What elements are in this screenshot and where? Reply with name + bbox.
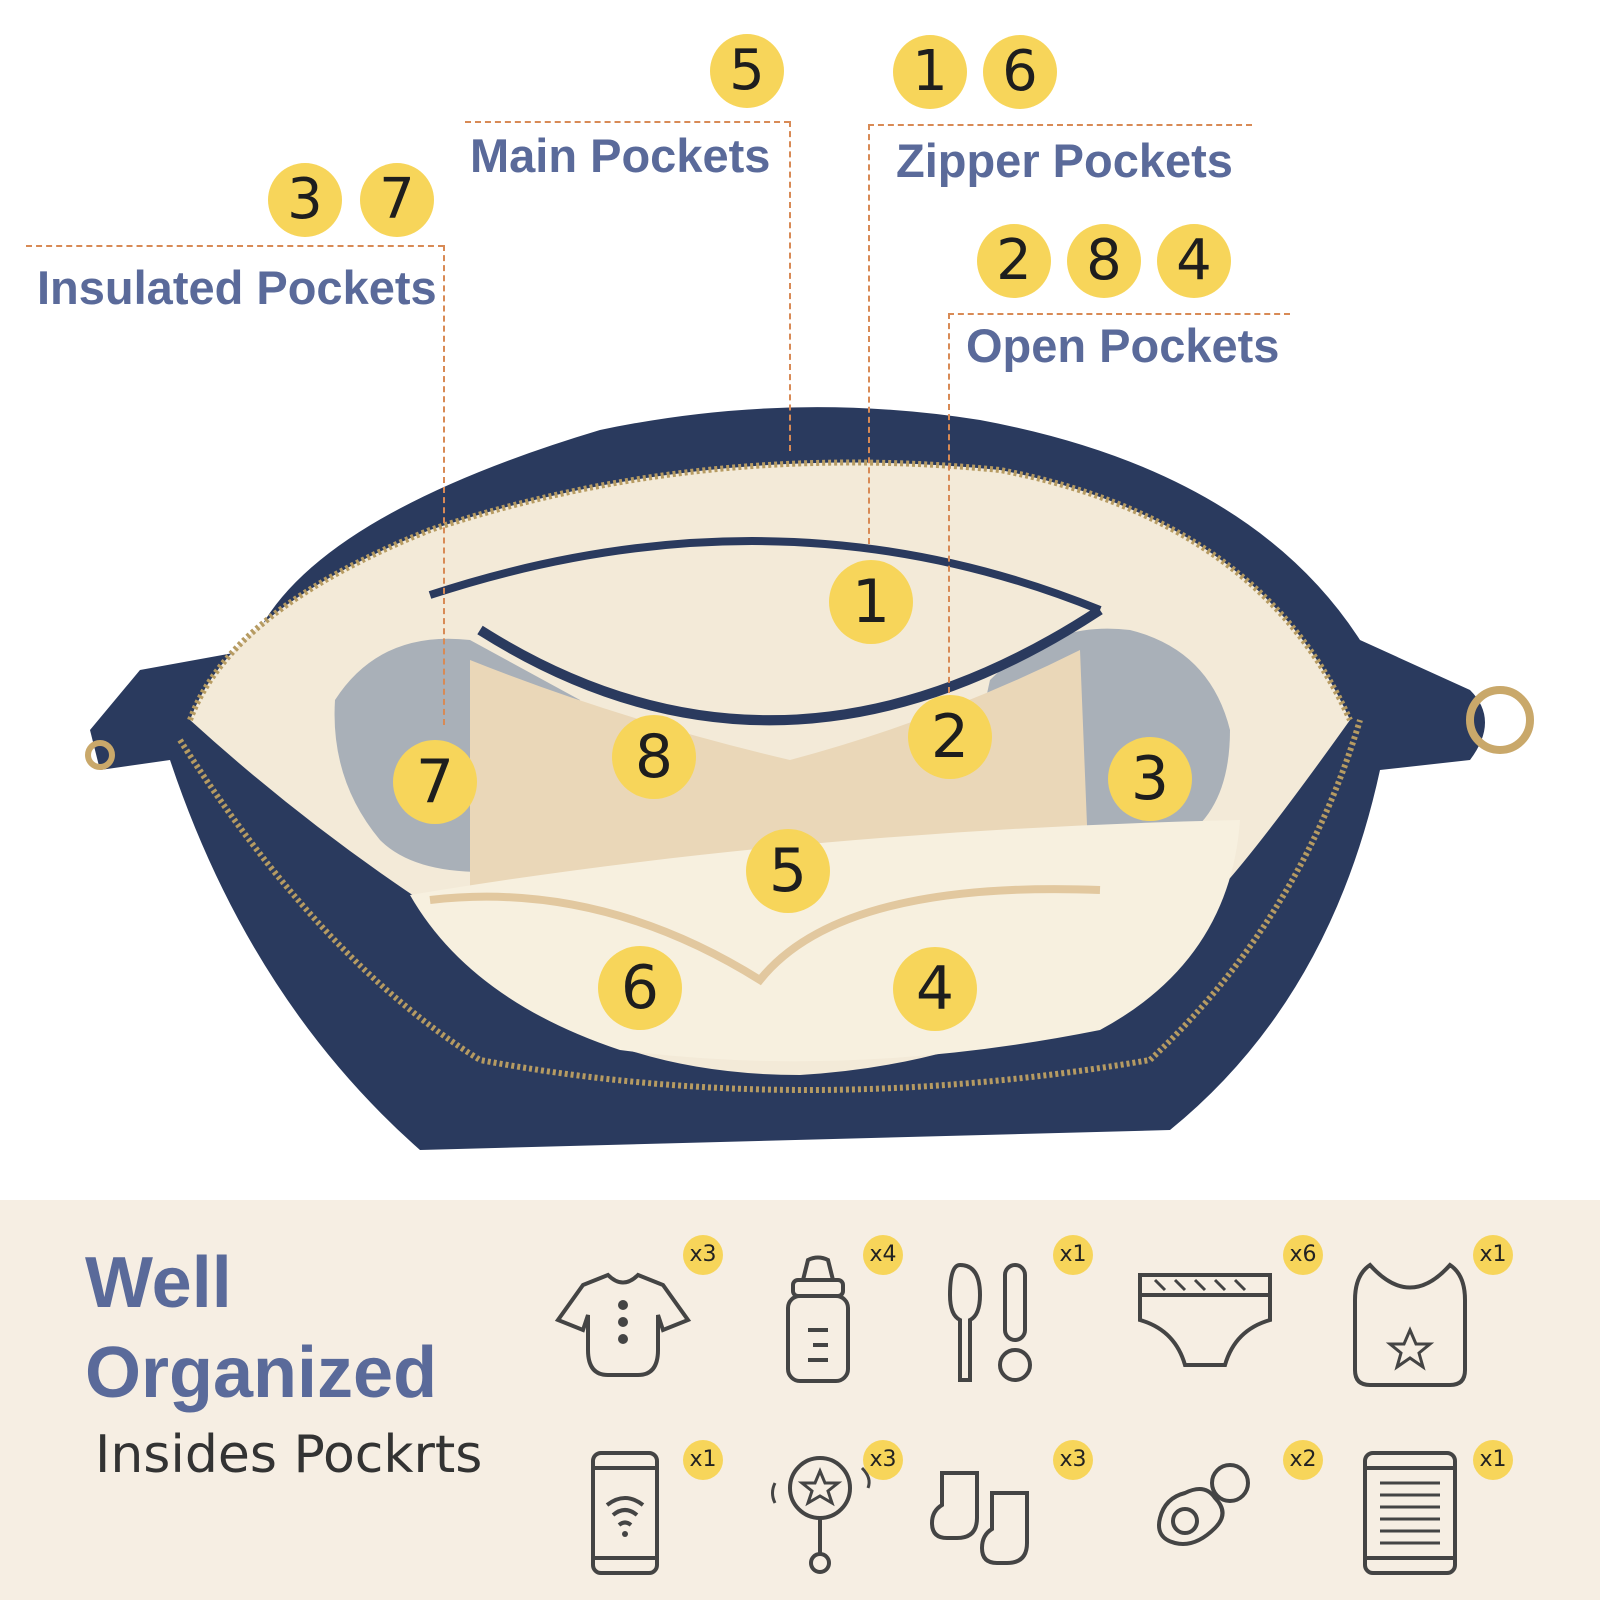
open-pockets-badge-2: 2 (977, 224, 1051, 298)
bib-icon (1353, 1262, 1467, 1387)
zipper-pocket-top (428, 537, 1102, 614)
zipper-pockets-badge-6: 6 (983, 35, 1057, 109)
top-zipper (187, 459, 1353, 722)
main-pockets-leader (789, 121, 791, 451)
utensils-icon (947, 1262, 1032, 1382)
bib-qty: x1 (1473, 1235, 1513, 1275)
bag-marker-7: 7 (393, 740, 477, 824)
bag-marker-5: 5 (746, 829, 830, 913)
pacifier-icon (1157, 1463, 1250, 1546)
main-pockets-label: Main Pockets (470, 129, 771, 182)
front-pocket-edges (429, 885, 1101, 986)
zipper-pockets-badge-1: 1 (893, 35, 967, 109)
diaper-icon (1138, 1273, 1272, 1367)
summary-panel: Well Organized Insides Pockrts x3 x4 x1 … (0, 1200, 1600, 1600)
socks-icon (929, 1471, 1029, 1565)
bag-illustration: Main Pockets Zipper Pockets Insulated Po… (26, 34, 1534, 1151)
zipper-pockets-line (868, 124, 1252, 126)
insulated-pockets-leader (443, 245, 445, 725)
open-pockets-label: Open Pockets (966, 319, 1280, 372)
bag-marker-6: 6 (598, 946, 682, 1030)
bag-marker-2: 2 (908, 695, 992, 779)
bag-marker-4: 4 (893, 947, 977, 1031)
bottom-zipper (177, 719, 1363, 1093)
bag-marker-8: 8 (612, 715, 696, 799)
open-pockets-badge-4: 4 (1157, 224, 1231, 298)
zipper-pockets-leader (868, 124, 870, 544)
rattle-icon (771, 1456, 871, 1574)
zipper-pocket-edge (477, 605, 1103, 726)
phone-icon (591, 1451, 659, 1575)
baby-bottle-qty: x4 (863, 1235, 903, 1275)
d-ring-right (1466, 686, 1534, 754)
summary-subtitle: Insides Pockrts (95, 1425, 483, 1485)
insulated-pockets-badge-7: 7 (360, 163, 434, 237)
bag-marker-3: 3 (1108, 737, 1192, 821)
phone-qty: x1 (683, 1440, 723, 1480)
diaper-qty: x6 (1283, 1235, 1323, 1275)
summary-title-line1: Well (85, 1243, 232, 1323)
zipper-pockets-label: Zipper Pockets (896, 134, 1233, 187)
rattle-qty: x3 (863, 1440, 903, 1480)
summary-title-line2: Organized (85, 1333, 438, 1413)
d-ring-left (85, 740, 115, 770)
utensils-qty: x1 (1053, 1235, 1093, 1275)
bag-drawing (85, 407, 1534, 1151)
insulated-pockets-line (26, 245, 444, 247)
open-pockets-badge-8: 8 (1067, 224, 1141, 298)
open-pockets-leader (948, 313, 950, 693)
open-pockets-line (948, 313, 1290, 315)
main-pockets-line (465, 121, 790, 123)
insulated-pockets-badge-3: 3 (268, 163, 342, 237)
bag-marker-1: 1 (829, 560, 913, 644)
baby-bottle-icon (786, 1255, 850, 1383)
insulated-pockets-label: Insulated Pockets (37, 261, 437, 314)
tablet-qty: x1 (1473, 1440, 1513, 1480)
socks-qty: x3 (1053, 1440, 1093, 1480)
onesie-qty: x3 (683, 1235, 723, 1275)
tablet-icon (1363, 1451, 1457, 1575)
onesie-icon (554, 1272, 692, 1377)
main-pockets-badge-5: 5 (710, 34, 784, 108)
pacifier-qty: x2 (1283, 1440, 1323, 1480)
